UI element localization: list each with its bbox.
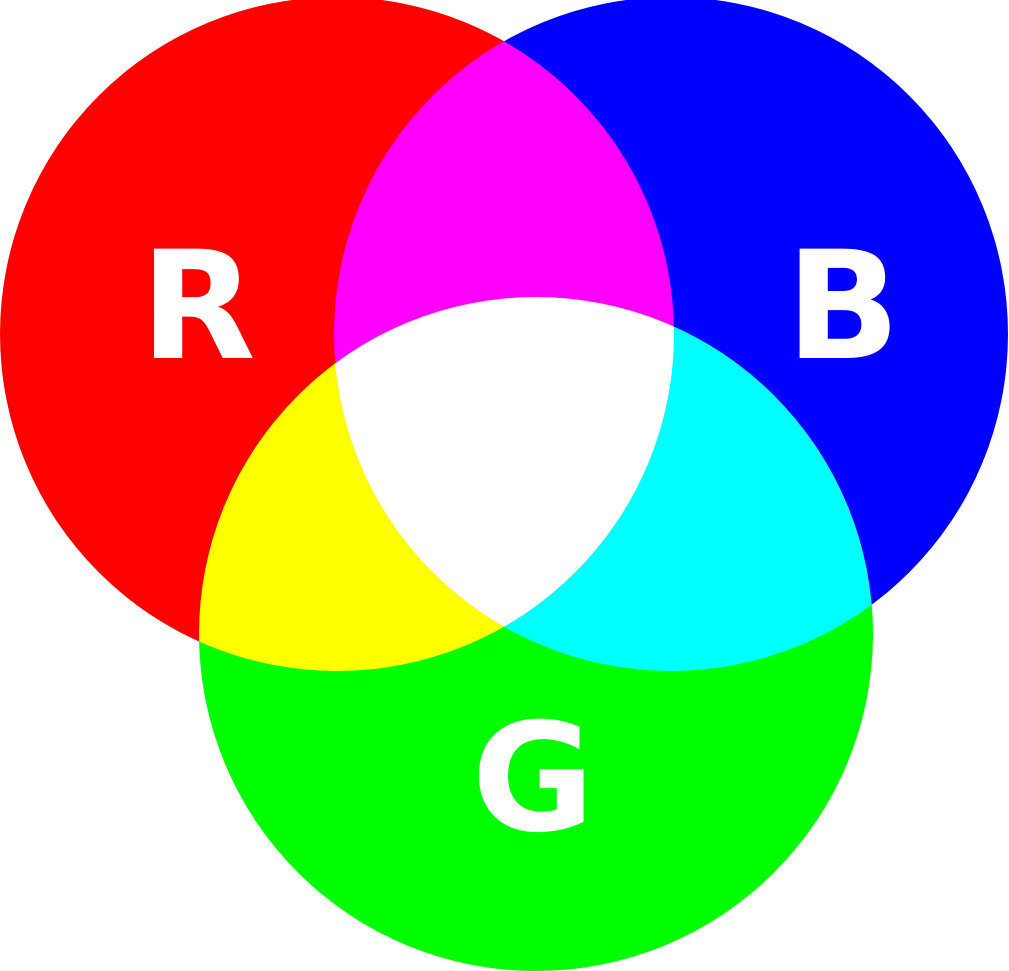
red-label: R: [140, 220, 256, 394]
green-label: G: [471, 692, 594, 866]
green-circle: [199, 297, 873, 971]
blue-label: B: [786, 220, 900, 394]
